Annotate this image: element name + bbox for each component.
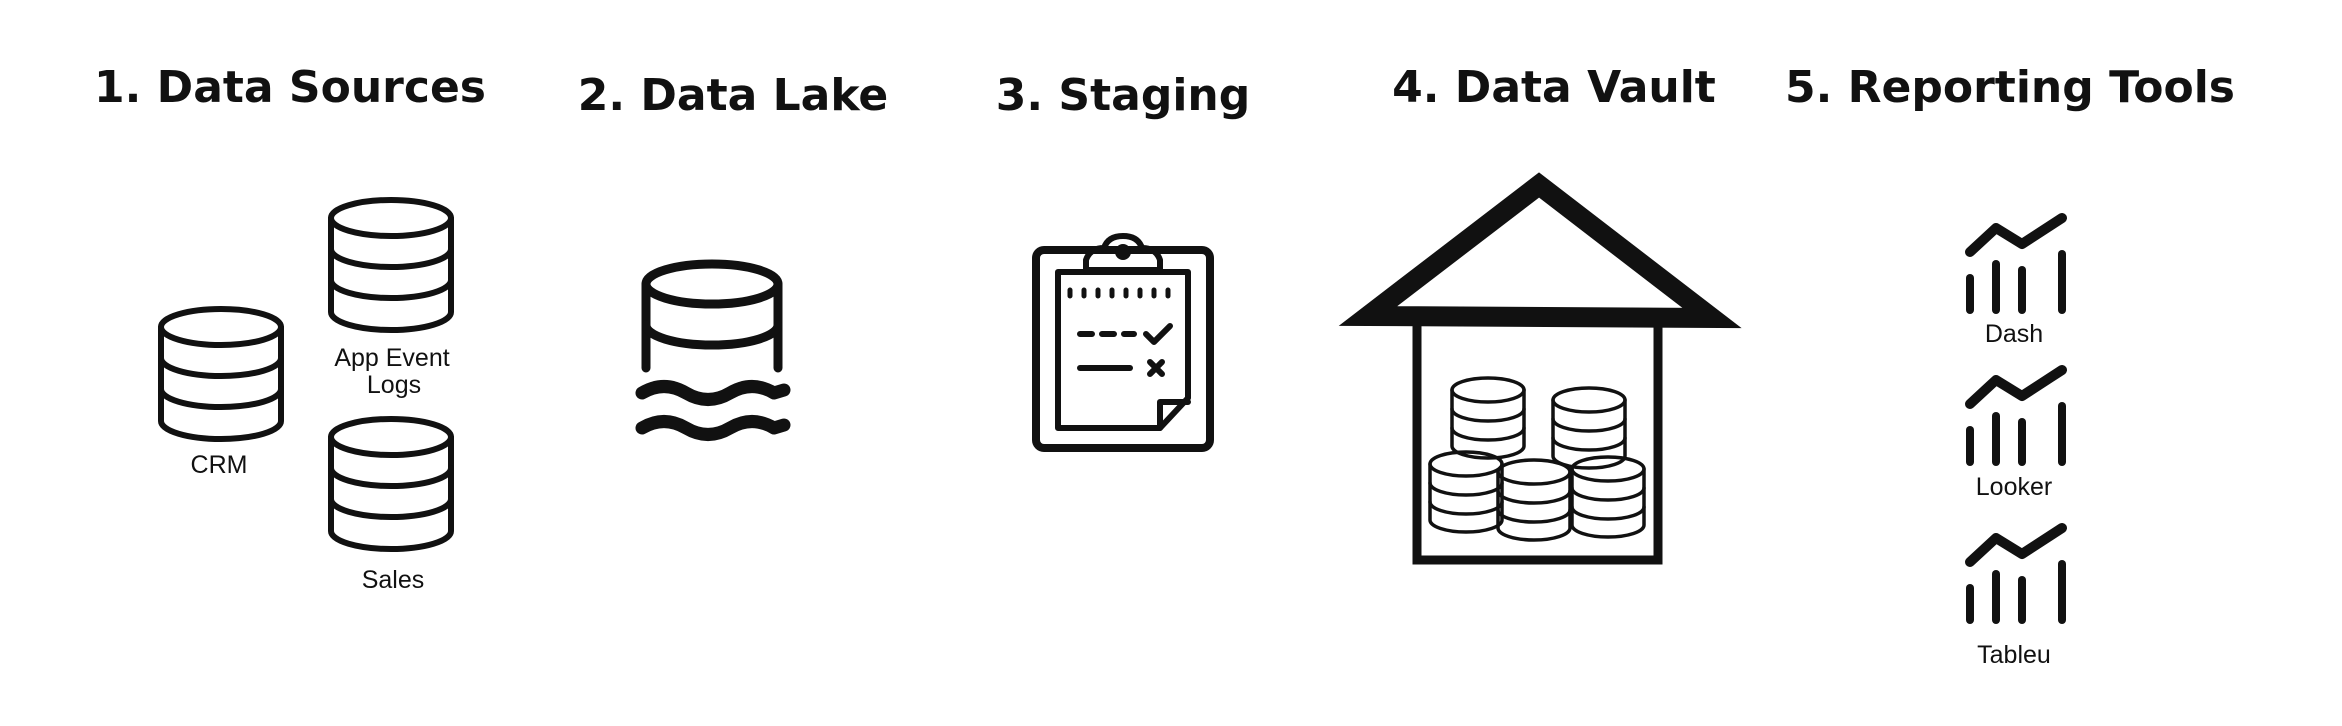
cross-icon xyxy=(1147,359,1165,377)
dash-chart-icon xyxy=(1970,218,2062,310)
coin-stack-icon xyxy=(1428,450,1504,534)
staging-clipboard-icon xyxy=(1032,233,1214,452)
crm-label: CRM xyxy=(191,451,248,479)
coin-stack-icon xyxy=(1450,376,1526,460)
clip-hole-icon xyxy=(1115,244,1131,260)
crm-database-icon xyxy=(161,309,281,439)
data-lake-icon xyxy=(635,259,791,441)
logs-label: Logs xyxy=(367,371,421,399)
sales-database-icon xyxy=(331,419,451,549)
stage-title-data-sources: 1. Data Sources xyxy=(94,62,486,113)
app-event-logs-database-icon xyxy=(331,200,451,330)
stage-title-data-vault: 4. Data Vault xyxy=(1392,62,1716,113)
app-event-label: App Event xyxy=(334,344,449,372)
reporting-tools-group: Dash Looker Tableu xyxy=(1970,218,2062,669)
stage-title-data-lake: 2. Data Lake xyxy=(578,70,889,121)
coin-stack-icon xyxy=(1496,458,1572,542)
looker-chart-icon xyxy=(1970,370,2062,462)
data-sources-group: CRM App Event Logs Sales xyxy=(161,200,451,594)
data-vault-house-icon xyxy=(1338,172,1742,565)
dash-label: Dash xyxy=(1985,320,2043,348)
stage-title-staging: 3. Staging xyxy=(996,70,1250,121)
looker-label: Looker xyxy=(1976,473,2052,501)
tableau-chart-icon xyxy=(1970,528,2062,620)
sales-label: Sales xyxy=(362,566,425,594)
tableu-label: Tableu xyxy=(1977,641,2051,669)
check-icon xyxy=(1143,323,1173,345)
stage-title-reporting-tools: 5. Reporting Tools xyxy=(1785,62,2235,113)
